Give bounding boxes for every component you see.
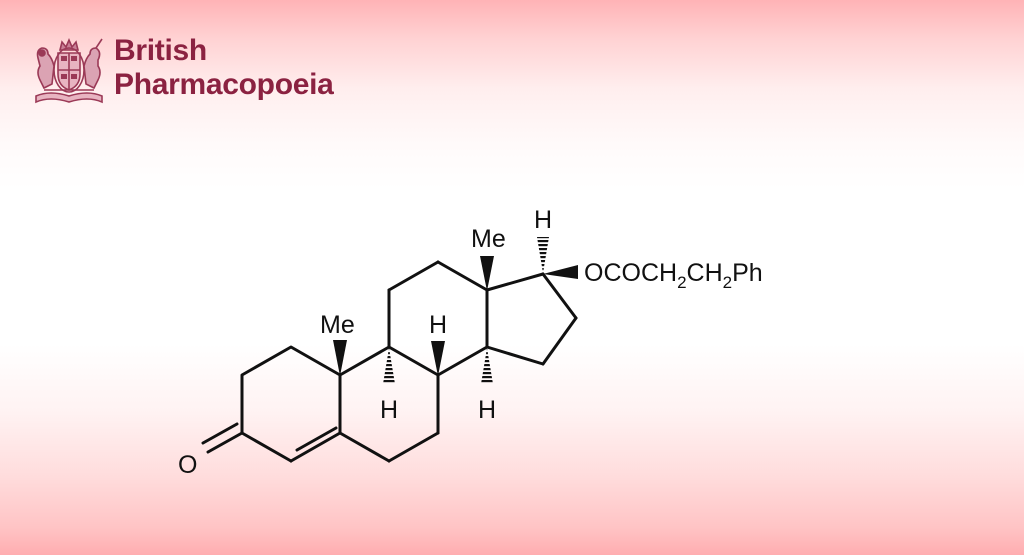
brand-name-line2: Pharmacopoeia [114,68,334,101]
royal-coat-of-arms-icon [35,37,103,104]
brand-name-line1: British [114,34,207,67]
label-methyl-c10: Me [320,311,355,339]
atom-labels: O Me H H H Me H OCOCH2CH2Ph [178,206,763,479]
label-methyl-c13: Me [471,225,506,253]
wedge-bond-c8-h [431,341,445,376]
wedge-bond-c17-ester [543,265,578,279]
stereo-bonds [333,237,578,384]
hash-bond-c17-h [537,237,549,273]
label-h-c14: H [478,396,496,424]
skeleton-bonds [201,260,578,463]
brand-name: British Pharmacopoeia [114,34,334,102]
wedge-bond-c10-methyl [333,340,347,376]
label-h-c9: H [380,396,398,424]
label-h-c17: H [534,206,552,234]
label-ketone-oxygen: O [178,451,197,479]
wedge-bond-c13-methyl [480,256,494,291]
hash-bond-c14-h [481,348,493,384]
british-pharmacopoeia-logo: British Pharmacopoeia [28,34,378,114]
label-h-c8: H [429,311,447,339]
hash-bond-c9-h [383,348,395,384]
label-ester-substituent: OCOCH2CH2Ph [584,259,763,292]
